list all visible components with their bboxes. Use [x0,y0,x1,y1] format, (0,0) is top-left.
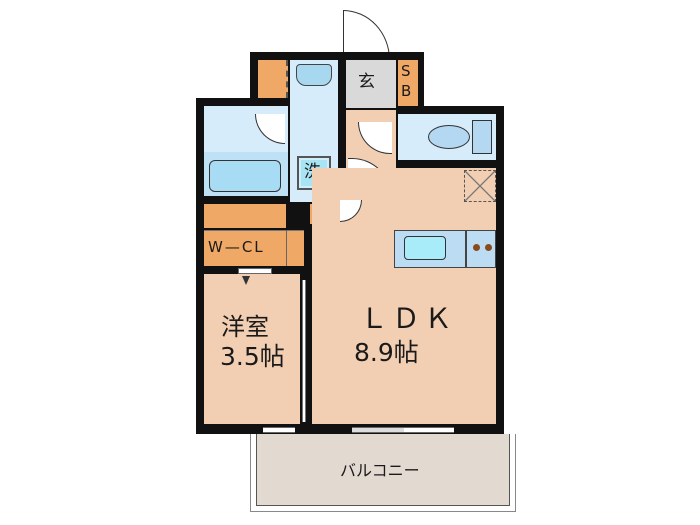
shoe-box-label-s: S [401,62,411,80]
balcony [256,434,510,506]
entrance [346,60,396,108]
stove-divider [465,230,467,268]
wall-entrance-top [343,52,393,60]
storage-top [258,60,288,98]
toilet-bowl-icon [428,125,470,149]
balcony-label: バルコニー [340,461,420,480]
ldk-window-right [404,427,454,433]
closet-door-arrow-icon [242,276,250,285]
closet-door-marker [238,268,272,274]
sliding-door-partition [302,280,306,422]
western-room-label: 洋室 [221,313,269,341]
stove-burner-2 [485,244,492,251]
western-room-area: 3.5帖 [220,342,285,371]
shoe-box [398,60,418,106]
upper-toilet-icon [296,64,332,86]
western-room [204,274,300,424]
ldk-area: 8.9帖 [354,338,419,367]
toilet-tank-icon [472,120,492,154]
shoe-box-label-b: B [401,82,412,100]
stove-burner-1 [473,244,480,251]
storage-strip-1 [204,204,286,228]
entrance-label: 玄 [358,72,375,92]
refrigerator-space-icon [464,170,496,202]
closet-divider [286,230,287,266]
sink-icon [404,236,446,260]
walk-in-closet [204,230,304,266]
ldk-window-left [352,427,404,433]
ldk-label: ＬＤＫ [360,302,457,335]
walk-in-closet-label: W—CL [208,238,265,256]
western-room-window [263,427,295,433]
bathtub-icon [209,160,281,192]
